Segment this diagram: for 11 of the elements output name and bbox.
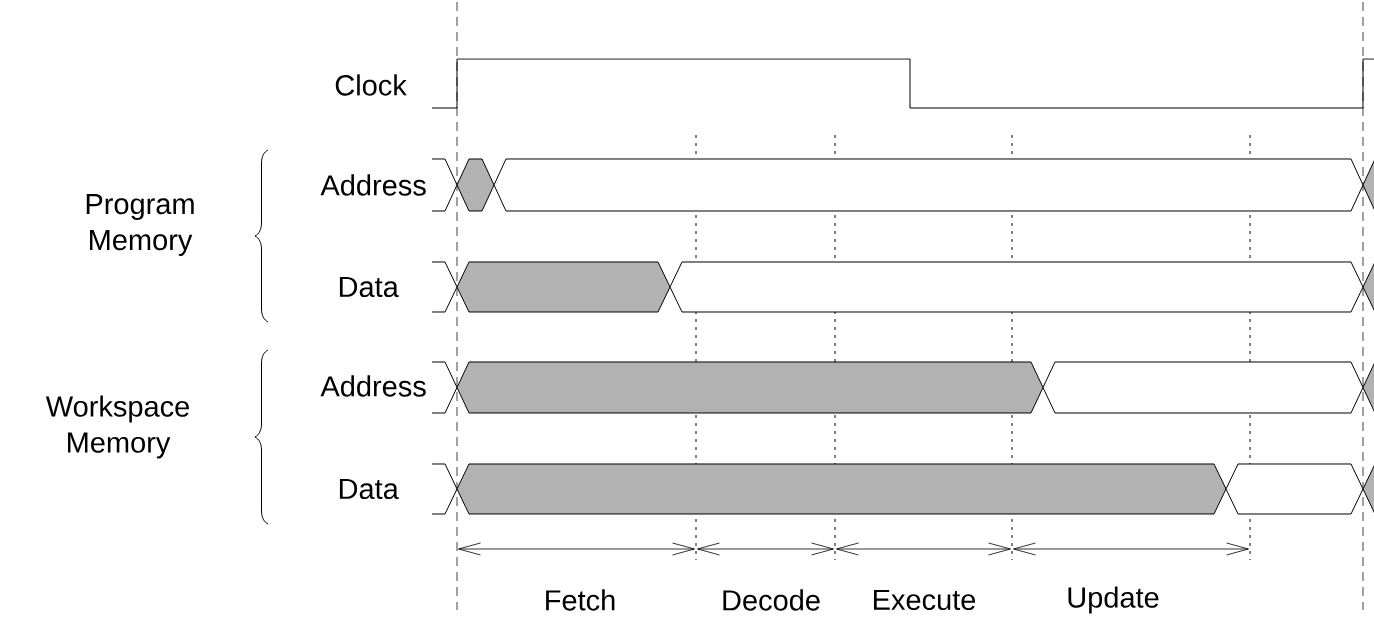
phase-label: Update — [1068, 586, 1159, 614]
signal-label: Address — [320, 375, 426, 397]
signal-label: Data — [339, 478, 399, 500]
group-label: Workspace Memory — [45, 395, 189, 459]
group-label: Program Memory — [86, 194, 194, 256]
signal-label: Address — [320, 174, 426, 196]
phase-label: Execute — [874, 589, 976, 611]
signal-label: Clock — [335, 74, 407, 96]
phase-label: Decode — [723, 589, 820, 611]
phase-label: Fetch — [546, 589, 615, 611]
signal-label: Data — [339, 276, 399, 298]
